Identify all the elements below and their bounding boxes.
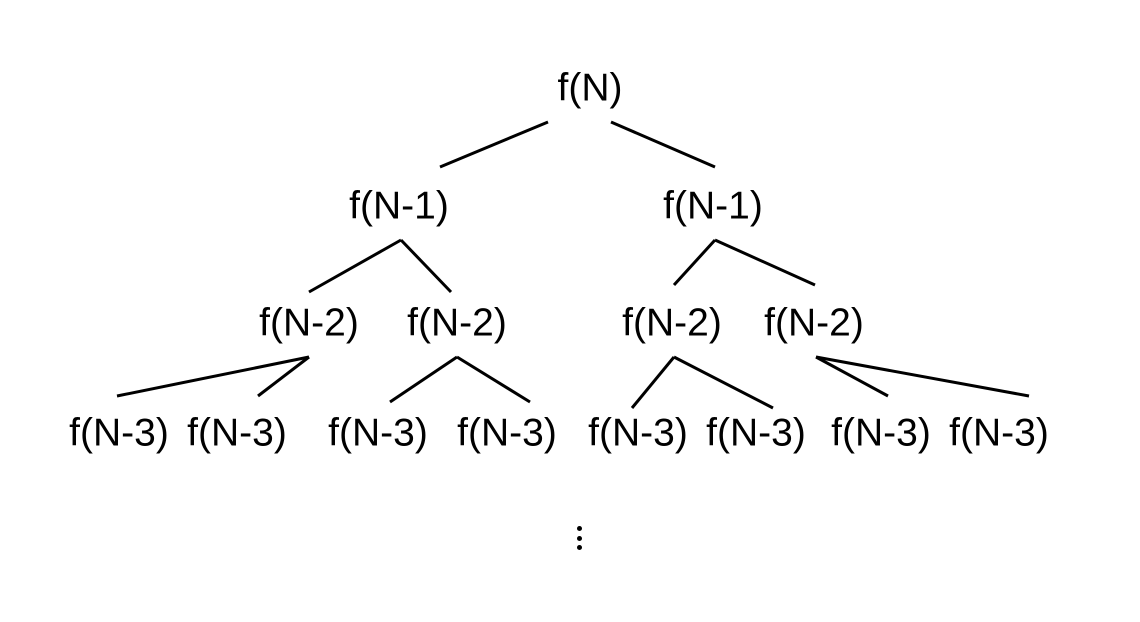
node-level3-5: f(N-3) bbox=[588, 411, 688, 455]
edge-l1a-l2a bbox=[308, 238, 402, 294]
edge-l2d-l3g bbox=[815, 355, 889, 398]
edge-l2c-l3f bbox=[673, 355, 774, 410]
node-level1-right: f(N-1) bbox=[663, 184, 763, 228]
edge-l2b-l3c bbox=[389, 355, 458, 404]
ellipsis-dot bbox=[576, 545, 582, 550]
node-level3-6: f(N-3) bbox=[706, 411, 806, 455]
edge-l2c-l3e bbox=[630, 356, 676, 409]
edge-l1b-l2c bbox=[672, 238, 717, 287]
edge-l2b-l3d bbox=[456, 355, 531, 404]
edge-l2a-l3b bbox=[257, 355, 310, 398]
edge-root-left bbox=[439, 120, 549, 169]
ellipsis-dot bbox=[576, 535, 582, 541]
vertical-ellipsis-icon bbox=[576, 526, 582, 550]
node-root: f(N) bbox=[557, 66, 623, 110]
node-level2-2: f(N-2) bbox=[407, 301, 507, 345]
node-level3-2: f(N-3) bbox=[187, 411, 287, 455]
node-level1-left: f(N-1) bbox=[349, 184, 449, 228]
node-level3-4: f(N-3) bbox=[457, 411, 557, 455]
ellipsis-dot bbox=[576, 526, 582, 531]
node-level2-4: f(N-2) bbox=[764, 301, 864, 345]
node-level3-8: f(N-3) bbox=[949, 411, 1049, 455]
edge-l1a-l2b bbox=[399, 238, 453, 294]
node-level2-1: f(N-2) bbox=[259, 301, 359, 345]
edge-l1b-l2d bbox=[714, 238, 816, 287]
edge-l2a-l3a bbox=[116, 355, 310, 398]
edge-l2d-l3h bbox=[815, 355, 1030, 398]
node-level2-3: f(N-2) bbox=[622, 301, 722, 345]
node-level3-3: f(N-3) bbox=[328, 411, 428, 455]
node-level3-7: f(N-3) bbox=[831, 411, 931, 455]
edge-root-right bbox=[610, 120, 716, 169]
node-level3-1: f(N-3) bbox=[69, 411, 169, 455]
